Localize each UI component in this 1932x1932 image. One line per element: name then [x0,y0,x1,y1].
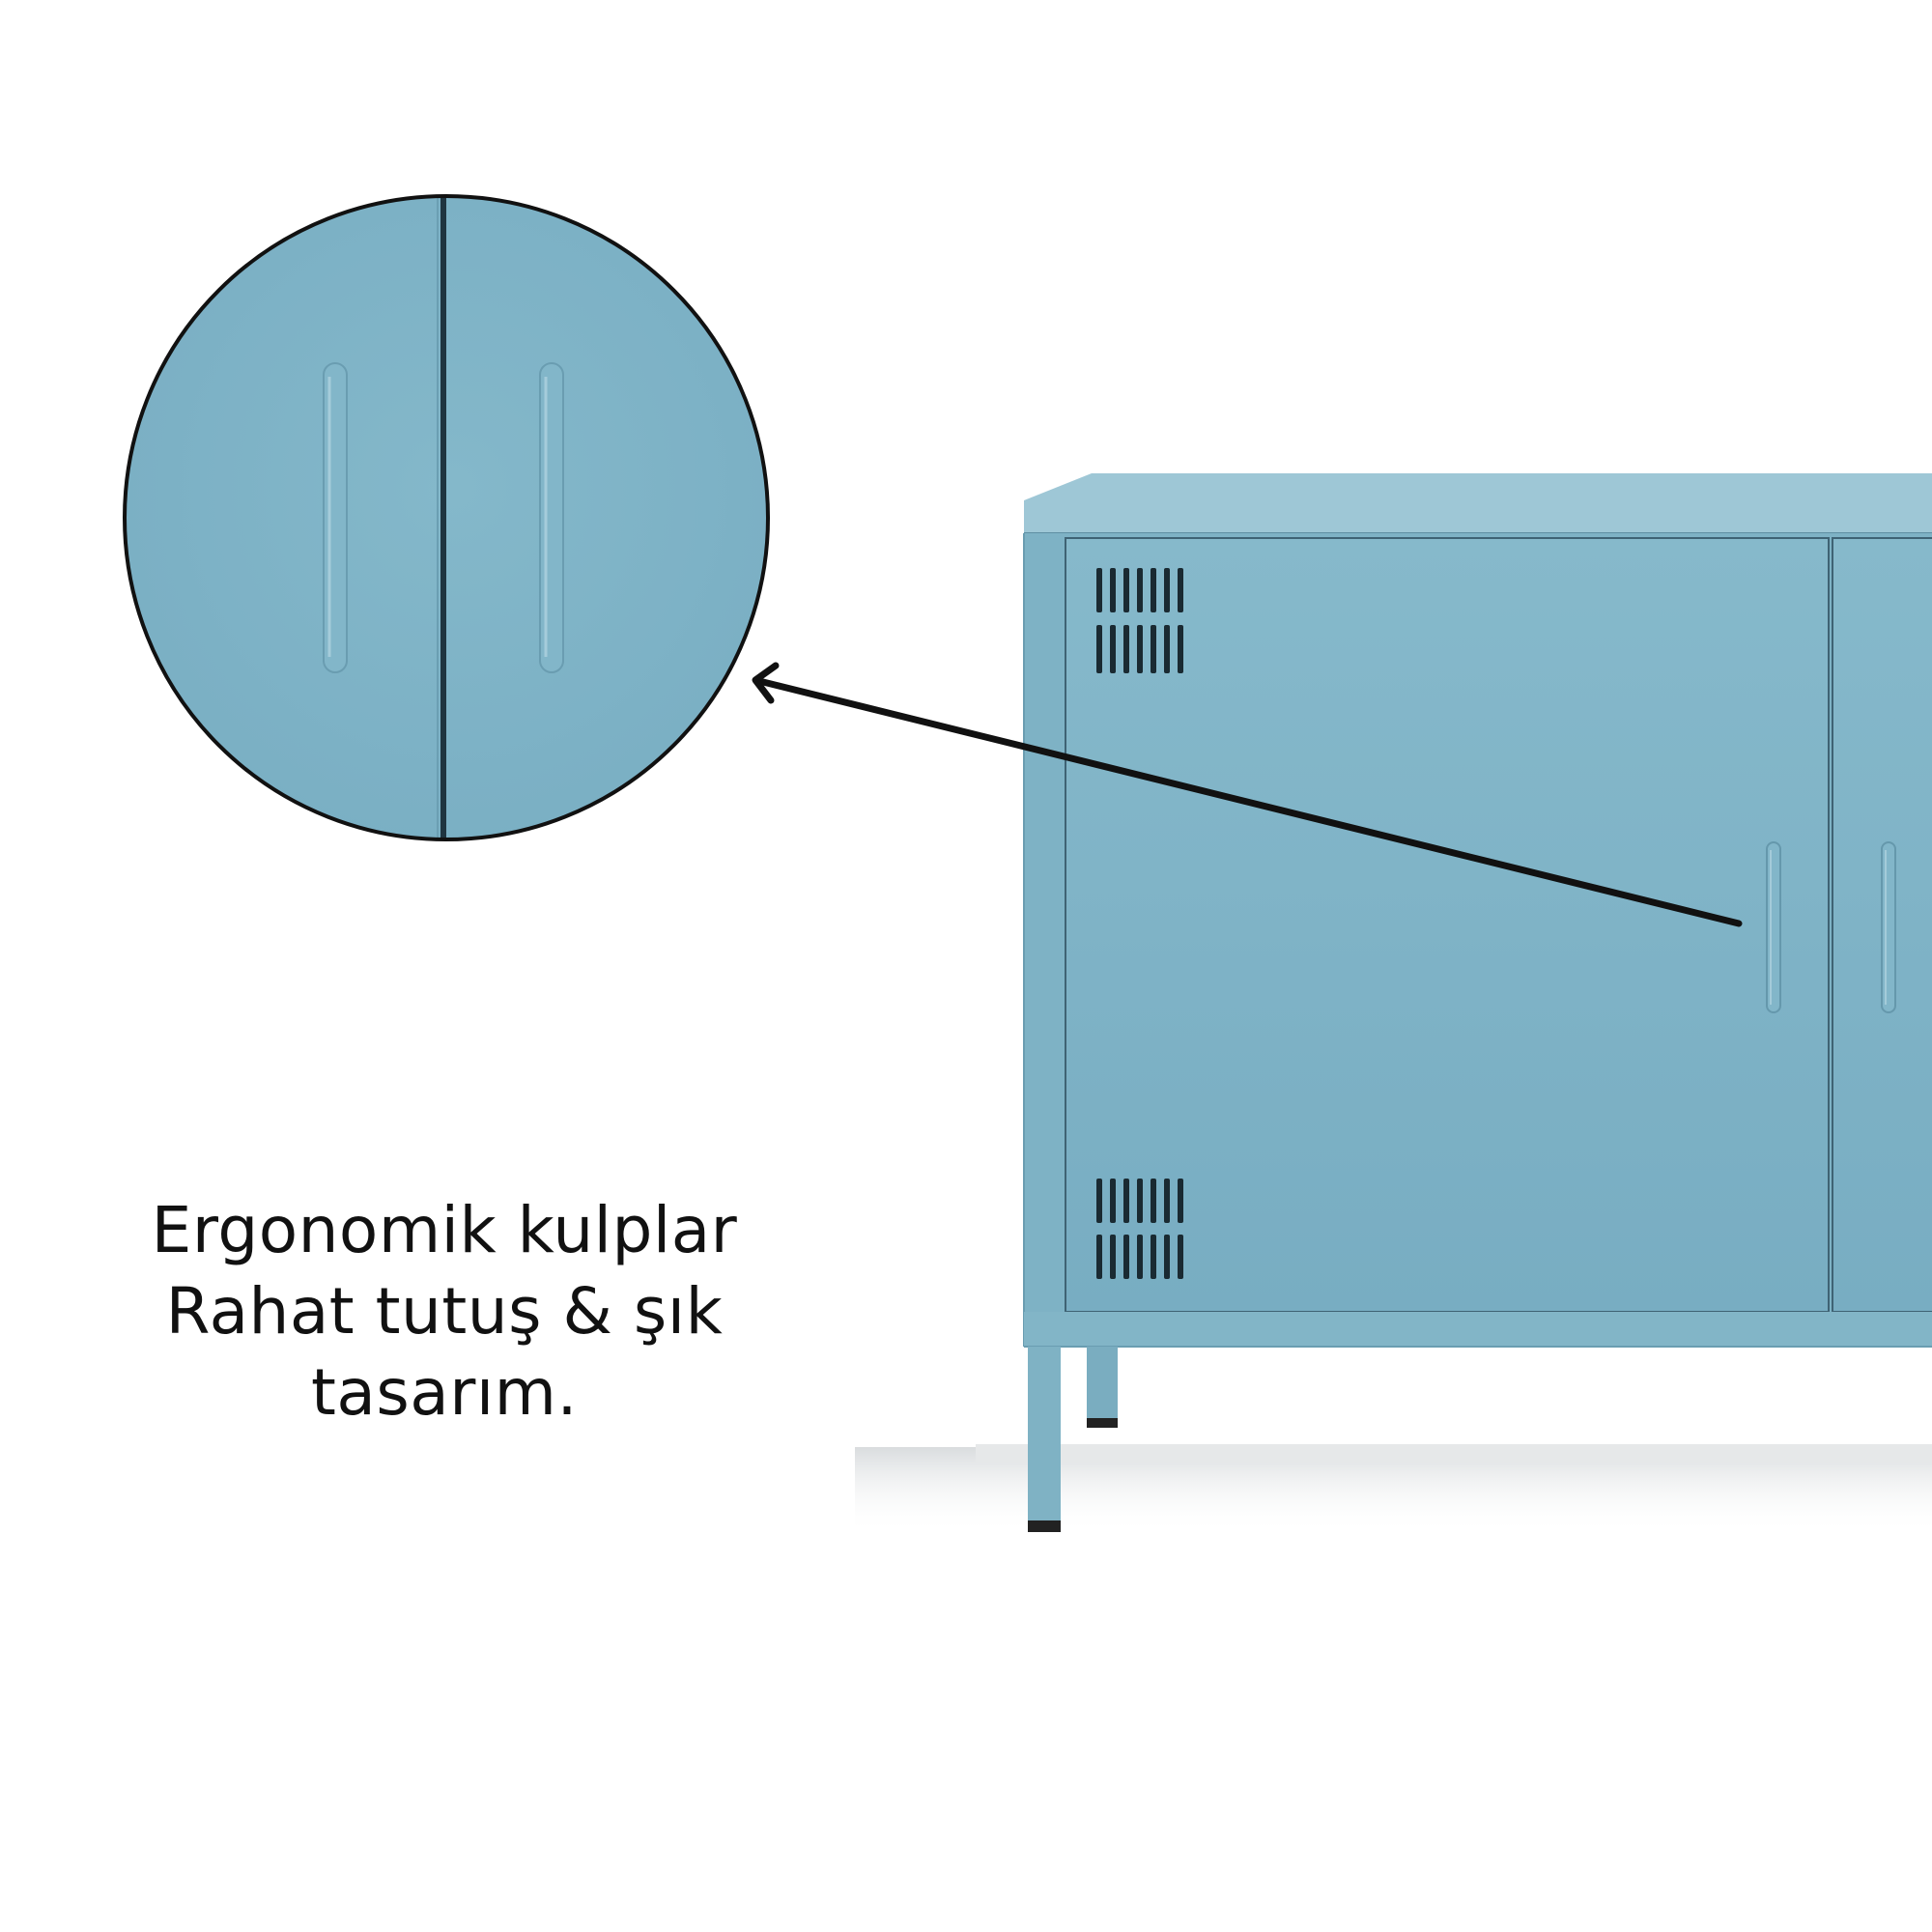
caption-line-3: tasarım. [311,1355,578,1430]
caption-line-2: Rahat tutuş & şık [165,1274,724,1349]
arrow-icon [752,662,1743,927]
caption-line-1: Ergonomik kulplar [151,1193,738,1267]
vent-bottom [1096,1179,1183,1279]
zoom-handle-right [539,362,564,673]
zoom-detail-circle [123,194,770,841]
cabinet-top [1024,473,1932,533]
cabinet-leg-back [1087,1347,1118,1428]
zoom-handle-left [323,362,348,673]
cabinet-handle-right [1881,841,1896,1013]
vent-top [1096,568,1183,673]
cabinet [1023,473,1932,1532]
cabinet-leg-front [1028,1347,1061,1532]
cabinet-door-left [1065,537,1830,1313]
cabinet-handle-left [1766,841,1781,1013]
caption: Ergonomik kulplar Rahat tutuş & şık tasa… [58,1190,831,1434]
floor-shadow [855,1444,1932,1534]
